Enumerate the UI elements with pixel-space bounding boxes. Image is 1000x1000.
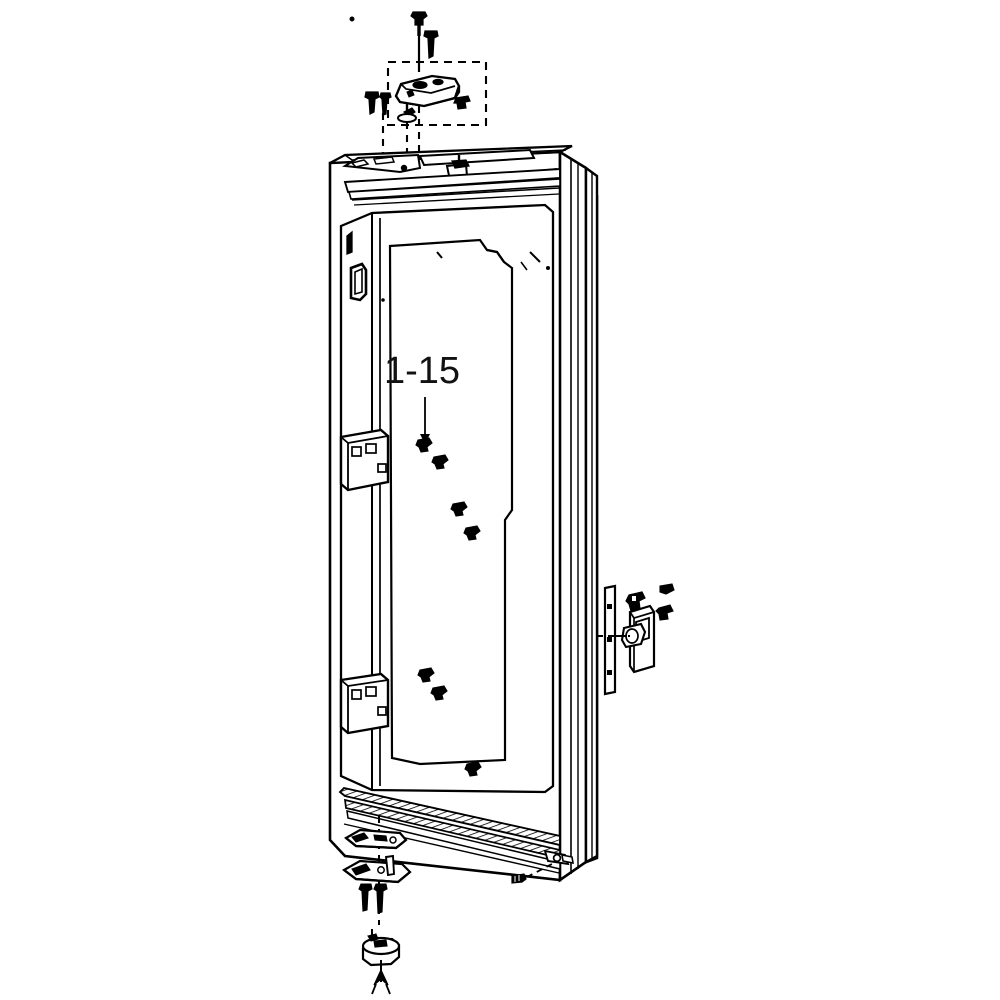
hinge-cap <box>361 929 401 967</box>
liner-top-notch <box>346 230 353 255</box>
hinge-cap-pin <box>371 960 391 995</box>
door-latch-assembly <box>596 583 675 696</box>
bottom-corner-screw <box>511 863 553 884</box>
top-hinge-body <box>394 74 461 108</box>
door-gasket-top <box>343 167 561 206</box>
handle-slot <box>349 262 368 302</box>
door-panel-assembly <box>328 144 599 884</box>
top-hinge-screw-short <box>423 30 439 59</box>
fastener-clip-7 <box>464 761 482 777</box>
handle-bracket-lower <box>339 672 390 735</box>
bottom-hinge-assembly <box>341 816 412 995</box>
door-gasket-bottom <box>338 786 561 874</box>
bottom-hinge-plate-upper <box>344 828 408 850</box>
callout-label-1-15: 1-15 <box>384 350 461 392</box>
door-edge-profile <box>558 149 599 883</box>
latch-small-clip-a <box>659 583 675 595</box>
top-hinge-screw-long <box>410 11 428 72</box>
panel-fasteners <box>415 397 482 777</box>
fastener-clip-6 <box>430 685 448 701</box>
bottom-right-hinge-pocket <box>543 849 574 866</box>
latch-small-clip-b <box>655 604 674 621</box>
fastener-clip-2 <box>431 454 449 470</box>
top-hinge-assembly <box>349 11 488 172</box>
liner-detail-marks <box>381 251 550 302</box>
top-hinge-clip <box>453 95 471 110</box>
latch-upper-clip <box>625 591 646 612</box>
fastener-clip-4 <box>463 525 481 541</box>
fastener-clip-1 <box>415 437 433 453</box>
top-left-screws <box>364 91 392 116</box>
latch-strike-strip <box>603 584 617 696</box>
handle-bracket-upper <box>339 428 390 492</box>
fastener-clip-5 <box>417 667 435 683</box>
fastener-clip-3 <box>450 501 468 517</box>
bottom-hinge-plate-lower <box>341 854 412 884</box>
bottom-hinge-screws <box>358 883 388 914</box>
top-hinge-dashed-box <box>386 60 488 127</box>
diagram-dot-mark <box>349 16 355 22</box>
door-inner-recess <box>388 238 514 766</box>
